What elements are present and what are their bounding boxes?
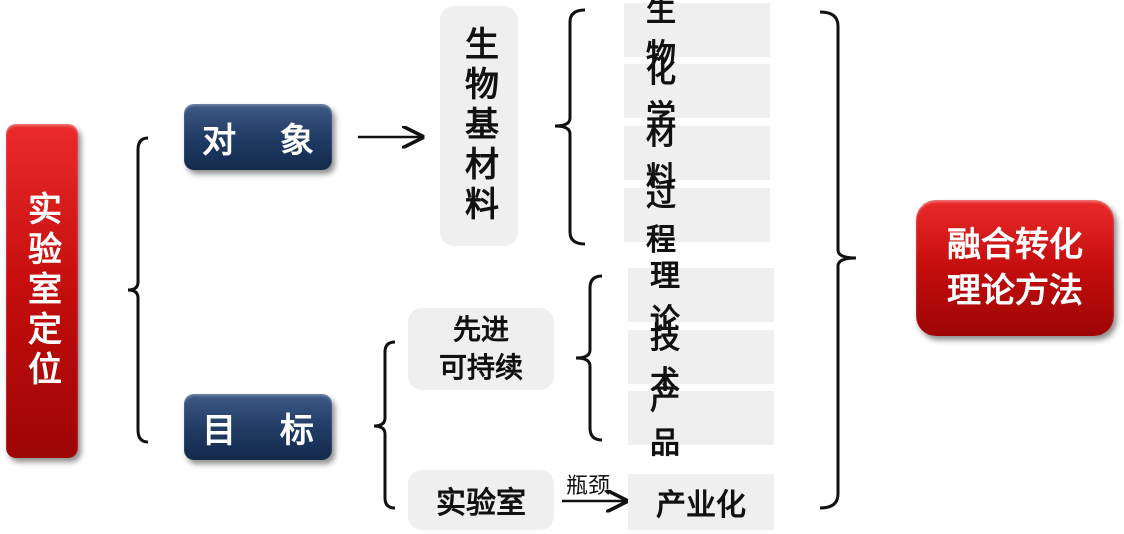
outcomes-bracket <box>575 274 603 442</box>
object-box: 对 象 <box>184 104 332 170</box>
bottleneck-label: 瓶颈 <box>566 474 611 499</box>
industrialization-box: 产业化 <box>628 474 774 530</box>
bio-base-materials-box: 生物基材料 <box>440 6 518 246</box>
laboratory-box: 实验室 <box>408 470 554 530</box>
lab-positioning-text: 实验室定位 <box>21 191 62 391</box>
fusion-transformation-text: 融合转化 理论方法 <box>947 225 1083 311</box>
bio-base-materials-text: 生物基材料 <box>458 26 499 226</box>
laboratory-text: 实验室 <box>436 486 526 521</box>
discipline-materials: 材 料 <box>624 117 770 196</box>
fusion-transformation-box: 融合转化 理论方法 <box>916 200 1114 336</box>
object-text: 对 象 <box>202 120 330 161</box>
outcome-technology: 技 术 <box>628 321 774 400</box>
goal-text: 目 标 <box>202 410 330 451</box>
discipline-process: 过 程 <box>624 179 770 258</box>
disciplines-bracket <box>554 8 586 246</box>
left-bracket <box>127 136 149 444</box>
advanced-sustainable-text: 先进 可持续 <box>438 313 523 384</box>
goal-box: 目 标 <box>184 394 332 460</box>
advanced-sustainable-box: 先进 可持续 <box>408 308 554 390</box>
outcome-product: 产 品 <box>628 382 774 461</box>
right-bracket <box>819 10 857 510</box>
goal-bracket <box>373 340 396 510</box>
industrialization-text: 产业化 <box>656 488 746 523</box>
lab-positioning-box: 实验室定位 <box>6 124 78 458</box>
